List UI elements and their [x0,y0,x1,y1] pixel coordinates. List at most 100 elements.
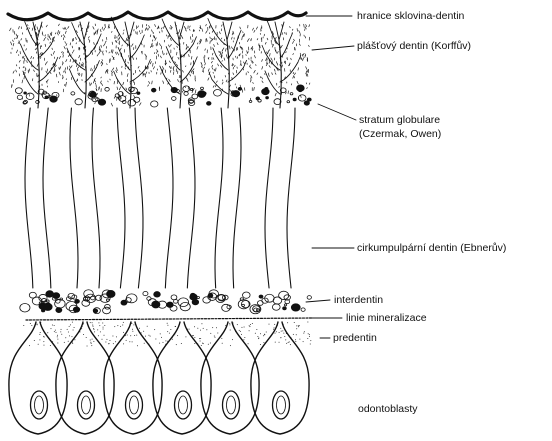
predentin-dot [54,331,55,332]
stipple-mark [199,30,200,31]
stipple-mark [184,26,185,28]
stipple-mark [220,53,221,55]
predentin-dot [200,338,201,339]
stipple-mark [206,38,207,41]
odontoblast-nucleus [273,391,290,419]
predentin-dot [229,324,230,325]
leader-mantle-dentin [312,46,354,50]
predentin-dot [216,327,217,328]
stipple-mark [182,91,183,92]
tubule-branch-tip [55,57,58,64]
stipple-mark [66,44,67,46]
stipple-mark [212,68,213,70]
stipple-mark [65,42,66,44]
stipple-mark [95,32,96,34]
predentin-dot [68,341,69,342]
stipple-mark [50,72,51,73]
stipple-mark [118,39,119,41]
stipple-mark [176,64,177,66]
stipple-mark [162,51,163,54]
stipple-mark [125,68,126,69]
stipple-mark [148,85,149,86]
stipple-mark [243,62,244,64]
globule [266,97,269,99]
stipple-mark [212,65,213,67]
globule [105,87,109,91]
predentin-dot [275,333,276,334]
stipple-mark [254,55,255,57]
globule [287,101,290,103]
predentin-dot [299,325,300,326]
globule [172,97,177,101]
predentin-dot [71,336,72,337]
globule [190,88,193,90]
stipple-mark [29,69,30,71]
stipple-mark [63,28,64,29]
predentin-dot [210,342,211,343]
stipple-mark [253,82,254,83]
stipple-mark [150,62,151,64]
stipple-mark [111,71,112,73]
globule [171,87,177,92]
stipple-mark [163,81,164,84]
predentin-dot [104,325,105,326]
predentin-dot [130,335,131,336]
odontoblast-nucleus [78,391,95,419]
stipple-mark [163,26,164,28]
mineralization-line [26,318,312,320]
tubule-branch [268,78,280,94]
stipple-mark [166,35,167,36]
stipple-mark [233,64,234,66]
tubule-trunk [179,40,181,108]
stipple-mark [62,63,63,65]
tubule-branch-tip [238,30,241,37]
stipple-mark [139,70,140,72]
stipple-mark [202,63,203,66]
stipple-mark [205,63,206,65]
stipple-mark [202,29,203,32]
leader-lines [306,16,356,338]
predentin-dot [249,325,250,326]
predentin-dot [274,327,275,328]
stipple-mark [34,70,35,72]
predentin-dot [90,342,91,343]
predentin-dot [61,329,62,330]
predentin-dot [266,332,267,333]
stipple-mark [55,33,56,34]
stipple-mark [288,91,289,94]
stipple-mark [154,53,155,54]
globule [96,295,102,300]
predentin-dot [86,337,87,338]
predentin-dot [304,331,305,332]
globule [24,92,27,94]
stipple-mark [190,74,191,76]
stipple-mark [226,55,227,57]
stipple-mark [304,24,305,27]
stipple-mark [94,80,95,82]
stipple-mark [97,93,98,95]
predentin-dot [258,337,259,338]
predentin-dot [244,326,245,327]
predentin-dot [123,332,124,333]
stipple-mark [160,56,161,58]
stipple-mark [252,28,253,30]
predentin-dot [147,326,148,327]
stipple-mark [19,41,20,44]
process-wall [215,108,223,288]
stipple-mark [53,51,54,54]
predentin-dot [221,338,222,339]
predentin-dot [92,339,93,340]
stipple-mark [237,57,238,59]
predentin-dot [104,335,105,336]
stipple-mark [262,59,263,61]
predentin-dot [80,331,81,332]
predentin-dot [50,328,51,329]
predentin-dot [108,343,109,344]
tubule-trunk [279,40,281,108]
predentin-dot [212,327,213,328]
stipple-mark [185,86,186,87]
predentin-dot [282,330,283,331]
predentin-dot [240,331,241,332]
tubule-branch-tip [25,22,28,29]
predentin-dot [136,335,137,336]
